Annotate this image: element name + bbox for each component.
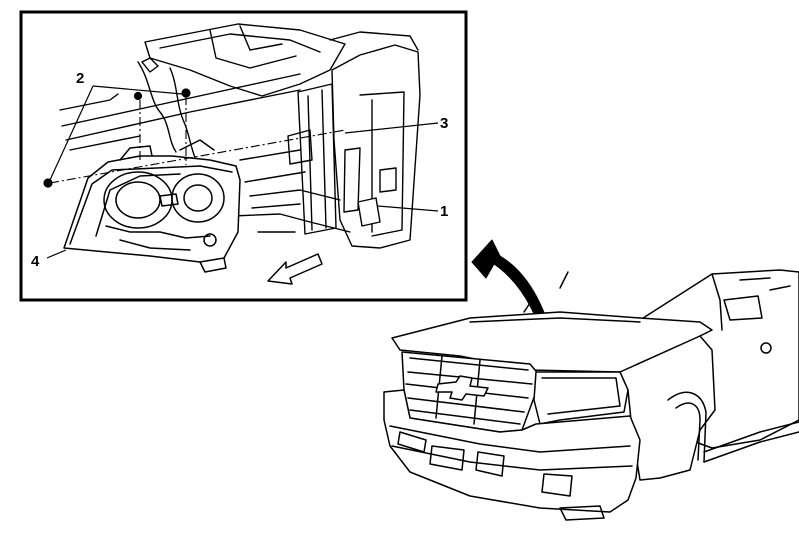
- callout-4: 4: [31, 253, 40, 270]
- callout-1: 1: [440, 203, 448, 220]
- alignment-lines: [49, 96, 346, 184]
- callout-3: 3: [440, 115, 448, 132]
- removal-direction-arrow-icon: [267, 253, 323, 285]
- callout-2: 2: [76, 70, 84, 87]
- bolt-icon: [43, 88, 191, 188]
- engine-compartment-structure: [59, 23, 421, 249]
- headlamp-assembly: [63, 139, 241, 273]
- leader-lines: [46, 85, 439, 259]
- vehicle-front-view: [383, 269, 799, 521]
